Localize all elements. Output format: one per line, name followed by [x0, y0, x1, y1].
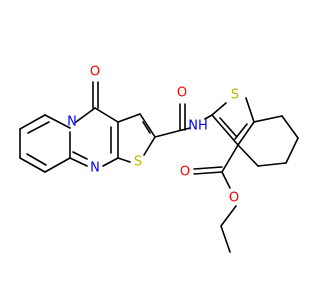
bond [193, 171, 223, 175]
bond [234, 123, 248, 140]
bond [285, 137, 299, 164]
bond [27, 121, 50, 134]
bond [154, 129, 183, 138]
bond [221, 144, 239, 173]
bond [281, 115, 299, 139]
oxygen-atom-ester-ether: O [229, 191, 239, 206]
bond [44, 114, 71, 129]
oxygen-atom-ketone: O [90, 65, 100, 80]
sulfur-atom-benzothiophene: S [231, 88, 239, 103]
bond [26, 153, 47, 166]
bond [219, 117, 237, 137]
oxygen-atom-amide: O [177, 86, 187, 101]
bond [139, 113, 156, 138]
bond [253, 115, 283, 123]
bond [245, 97, 255, 123]
bond [237, 121, 255, 146]
oxygen-atom-ester-carbonyl: O [180, 165, 190, 180]
bond [211, 102, 227, 116]
bond [237, 144, 259, 167]
bond [181, 127, 191, 131]
bond [221, 171, 231, 189]
bond [75, 107, 96, 123]
bonds [19, 81, 299, 253]
bond [257, 162, 287, 167]
bond [44, 157, 71, 173]
bond [204, 114, 213, 120]
bond [117, 113, 141, 123]
bond [19, 157, 46, 173]
bond [220, 225, 231, 253]
bond [19, 114, 46, 130]
atom-labels: O N N S O NH S O O [67, 65, 239, 206]
bond [211, 114, 239, 146]
nitrogen-atom-pyrimidine: N [90, 161, 100, 176]
structure-canvas: O N N S O NH S O O [19, 65, 299, 253]
bond [69, 157, 88, 167]
bond [102, 157, 119, 167]
nitrogen-atom-amide: NH [188, 119, 208, 134]
nitrogen-atom-bridgehead: N [67, 115, 77, 130]
sulfur-atom-thienopyrimidine: S [134, 155, 142, 170]
bond [220, 205, 237, 227]
molecule-diagram: O N N S O NH S O O [19, 65, 299, 253]
bond [117, 157, 131, 163]
bond [193, 166, 223, 170]
bond [143, 136, 156, 156]
bond [142, 121, 151, 134]
bond [94, 107, 119, 123]
bond [72, 151, 88, 160]
